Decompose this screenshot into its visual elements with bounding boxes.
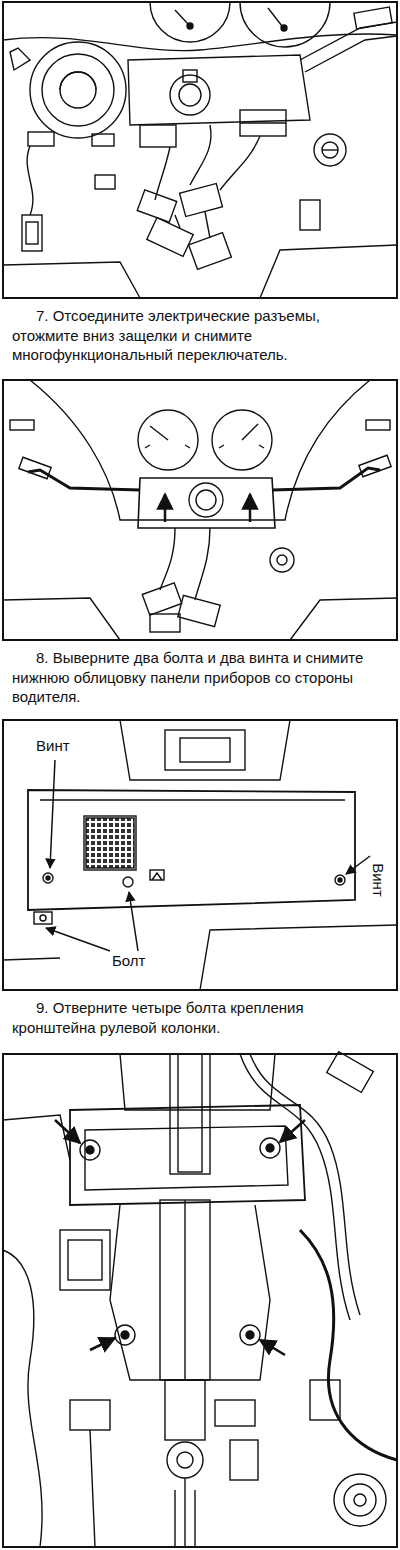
step-text: 8. Выверните два болта и два винта и сни… [12,648,388,707]
figure-multifunction-switch [3,380,397,640]
step-text: 9. Отверните четыре болта крепления крон… [12,998,388,1037]
part-label: Болт [110,953,147,970]
part-label: Винт [34,738,72,755]
figure-column-bracket [3,1052,397,1547]
figure-switch-connectors [3,2,397,298]
part-label: Винт [370,861,387,899]
figure-lower-panel [3,720,397,990]
step-text: 7. Отсоедините электрические разъемы, от… [12,306,388,365]
